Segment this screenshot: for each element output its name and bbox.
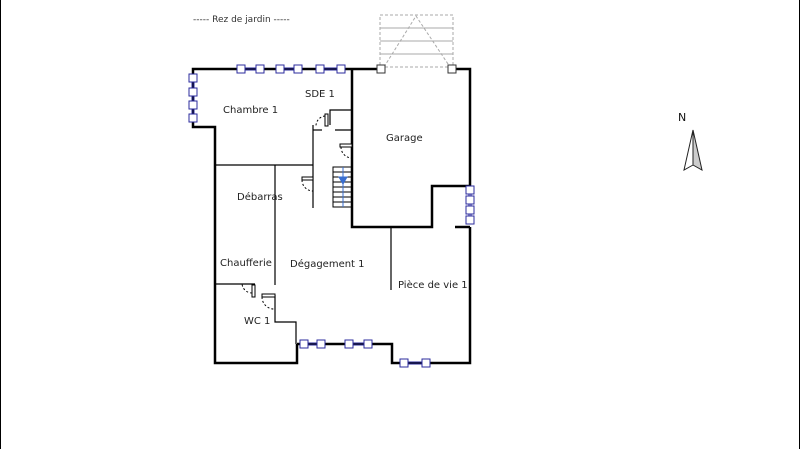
room-label-chaufferie: Chaufferie [220, 258, 272, 269]
room-label-garage: Garage [386, 133, 423, 144]
room-label-degagement-1: Dégagement 1 [290, 259, 365, 270]
room-label-chambre-1: Chambre 1 [223, 105, 279, 116]
room-label-debarras: Débarras [237, 192, 283, 203]
garage-door-outline [379, 14, 454, 68]
windows [188, 64, 475, 368]
room-label-wc-1: WC 1 [244, 316, 271, 327]
north-arrow-icon [683, 129, 703, 171]
garage-door-posts [376, 64, 457, 74]
doors [241, 113, 353, 310]
north-label: N [678, 111, 687, 124]
frame-left-border [0, 0, 1, 449]
level-title: ----- Rez de jardin ----- [193, 15, 290, 25]
interior-walls [215, 109, 392, 344]
staircase [332, 166, 353, 208]
room-label-piece-de-vie-1: Pièce de vie 1 [398, 280, 468, 291]
room-label-sde-1: SDE 1 [305, 89, 335, 100]
